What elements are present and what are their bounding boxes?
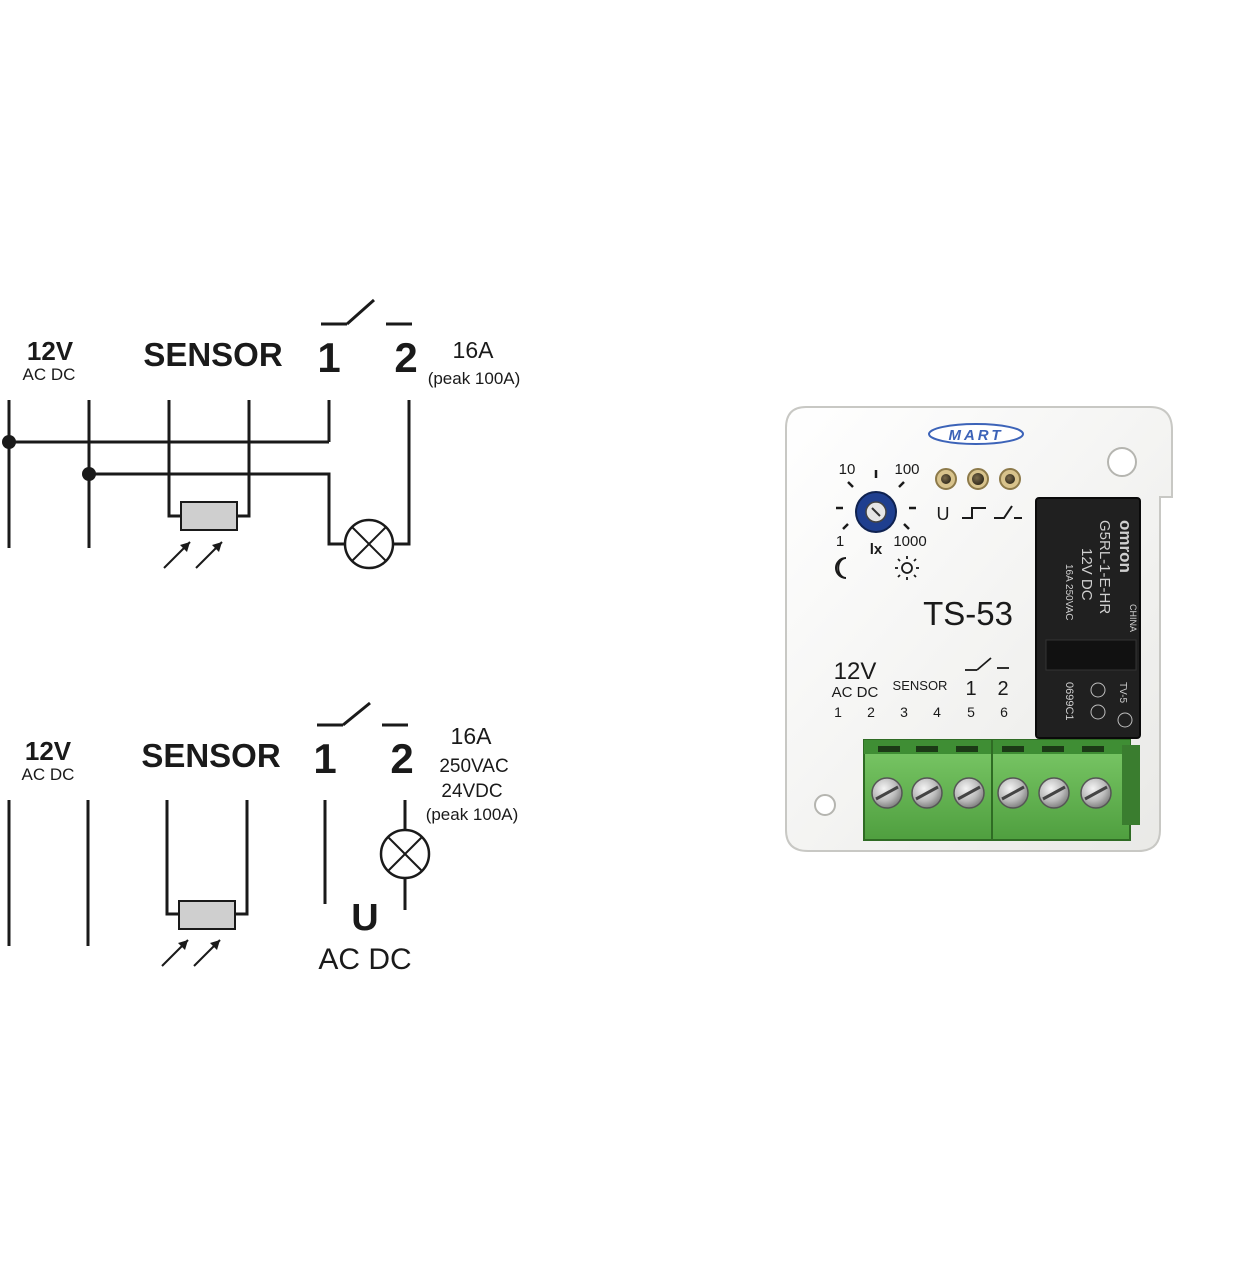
relay-cert: TV-5	[1117, 682, 1128, 704]
relay-origin: CHINA	[1128, 604, 1138, 632]
indicator-leds	[935, 468, 1021, 490]
terminal-switch-icon	[965, 657, 1009, 671]
lamp-icon	[379, 828, 431, 880]
terminal-number: 4	[933, 704, 941, 720]
dial-label-100: 100	[894, 461, 919, 478]
led-label-u: U	[937, 504, 950, 524]
relay-model: G5RL-1-E-HR	[1096, 520, 1113, 614]
relay-brand: omron	[1116, 520, 1135, 573]
terminal-type-label: AC DC	[832, 684, 879, 701]
relay: omron G5RL-1-E-HR 12V DC 16A 250VAC CHIN…	[1035, 497, 1141, 739]
current-rating-label: 16A	[453, 337, 495, 363]
terminal-screw-6[interactable]	[1080, 777, 1112, 809]
terminal-screws	[871, 777, 1112, 809]
sensor-label: SENSOR	[141, 737, 281, 774]
light-sensor-element	[178, 900, 236, 930]
supply-type-label: AC DC	[22, 765, 75, 784]
terminal-screw-5[interactable]	[1038, 777, 1070, 809]
supply-voltage-label: 12V	[25, 736, 72, 766]
brand-text: MART	[948, 427, 1003, 444]
led-step-icon	[962, 505, 1022, 519]
model-label: TS-53	[923, 595, 1013, 632]
circuit-wires	[2, 400, 411, 548]
dc-rating-label: 24VDC	[441, 781, 502, 802]
sensor-label: SENSOR	[143, 336, 283, 373]
sensitivity-dial[interactable]	[855, 491, 897, 533]
peak-rating-label: (peak 100A)	[428, 369, 521, 388]
moon-icon	[835, 557, 847, 579]
terminal-2-label: 2	[997, 678, 1008, 700]
light-arrows-icon	[163, 541, 223, 569]
supply-voltage-label: 12V	[27, 336, 74, 366]
terminal-2-label: 2	[394, 334, 417, 381]
light-sensor-element	[180, 501, 238, 531]
relay-code: 0699C1	[1063, 682, 1075, 721]
terminal-screw-2[interactable]	[911, 777, 943, 809]
dial-label-1000: 1000	[893, 533, 926, 550]
terminal-sensor-label: SENSOR	[893, 678, 948, 693]
sun-icon	[895, 556, 919, 580]
mounting-hole	[1107, 447, 1137, 477]
relay-rating: 16A 250VAC	[1063, 564, 1074, 621]
terminal-1-label: 1	[313, 735, 336, 782]
supply-type-label: AC DC	[23, 365, 76, 384]
diagram-2: 12V AC DC SENSOR 1 2 16A 250VAC 24VDC (p…	[7, 701, 519, 976]
terminal-voltage-label: 12V	[834, 658, 877, 685]
mounting-hole	[814, 794, 836, 816]
terminal-number: 6	[1000, 704, 1008, 720]
dial-label-1: 1	[836, 533, 844, 550]
terminal-number: 2	[867, 704, 875, 720]
terminal-screw-1[interactable]	[871, 777, 903, 809]
terminal-number: 5	[967, 704, 975, 720]
dial-label-lx: lx	[870, 541, 883, 558]
dial-ticks	[836, 470, 916, 530]
terminal-screw-3[interactable]	[953, 777, 985, 809]
terminal-numbers: 1 2 3 4 5 6	[834, 704, 1008, 720]
load-supply-type-label: AC DC	[318, 943, 411, 976]
brand-logo: MART	[928, 423, 1024, 445]
relay-cert-marks-icon	[1090, 682, 1133, 728]
terminal-1-label: 1	[965, 678, 976, 700]
terminal-1-label: 1	[317, 334, 340, 381]
lamp-icon	[343, 518, 395, 570]
relay-coil: 12V DC	[1078, 548, 1095, 601]
circuit-wires	[7, 800, 407, 946]
switch-symbol	[317, 701, 408, 727]
diagram-1: 12V AC DC SENSOR 1 2 16A (peak 100A)	[2, 298, 521, 570]
terminal-screw-4[interactable]	[997, 777, 1029, 809]
terminal-2-label: 2	[390, 735, 413, 782]
light-arrows-icon	[161, 939, 221, 967]
terminal-slots	[878, 746, 1104, 752]
terminal-number: 3	[900, 704, 908, 720]
load-supply-label: U	[351, 897, 378, 939]
ac-rating-label: 250VAC	[439, 756, 508, 777]
peak-rating-label: (peak 100A)	[426, 805, 519, 824]
current-rating-label: 16A	[451, 723, 493, 749]
dial-label-10: 10	[839, 461, 856, 478]
terminal-number: 1	[834, 704, 842, 720]
switch-symbol	[321, 298, 412, 326]
device-module: MART 10 100 1 lx 1000	[785, 406, 1173, 852]
